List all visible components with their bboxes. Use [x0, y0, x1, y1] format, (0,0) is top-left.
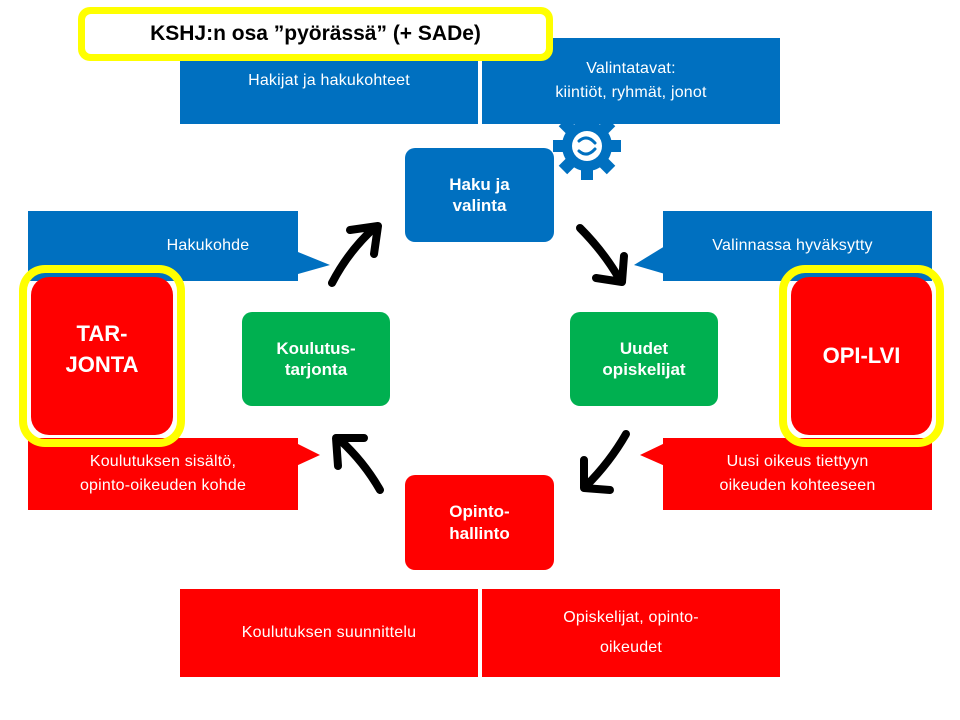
opi-highlight: OPI-LVI — [791, 277, 932, 435]
node-koulutustarjonta: Koulutus- tarjonta — [242, 312, 390, 406]
node-haku-label: Haku ja valinta — [449, 174, 510, 215]
node-koulutus-label: Koulutus- tarjonta — [276, 338, 356, 379]
arrow-to-haku — [328, 222, 382, 287]
bottom-left-label: Koulutuksen suunnittelu — [241, 624, 417, 641]
node-uudet-opiskelijat: Uudet opiskelijat — [570, 312, 718, 406]
koulutuksen-sisalto-tail — [296, 443, 320, 466]
bottom-right-box: Opiskelijat, opinto- oikeudet — [482, 589, 780, 677]
node-opintohallinto: Opinto- hallinto — [405, 475, 554, 570]
title-inner: KSHJ:n osa ”pyörässä” (+ SADe) — [85, 14, 546, 54]
bottom-left-box: Koulutuksen suunnittelu — [180, 589, 478, 677]
tarjonta-highlight: TAR- JONTA — [31, 277, 173, 435]
bottom-right-label: Opiskelijat, opinto- oikeudet — [563, 608, 699, 656]
cycle-arrow-icon — [577, 136, 597, 156]
opi-label: OPI-LVI — [822, 342, 901, 368]
valinnassa-tail — [634, 246, 665, 274]
uusi-oikeus-callout: Uusi oikeus tiettyyn oikeuden kohteeseen — [663, 438, 932, 510]
hakukohde-tail — [296, 246, 330, 274]
arrow-to-opinto — [580, 430, 630, 494]
koulutuksen-sisalto-label: Koulutuksen sisältö, opinto-oikeuden koh… — [79, 453, 247, 494]
node-uudet-label: Uudet opiskelijat — [602, 338, 686, 379]
top-left-label: Hakijat ja hakukohteet — [248, 72, 410, 89]
top-right-label: Valintatavat: kiintiöt, ryhmät, jonot — [555, 60, 707, 101]
valinnassa-label: Valinnassa hyväksytty — [712, 237, 873, 254]
title-banner: KSHJ:n osa ”pyörässä” (+ SADe) — [78, 7, 553, 61]
uusi-oikeus-tail — [640, 443, 665, 466]
node-haku-ja-valinta: Haku ja valinta — [405, 148, 554, 242]
koulutuksen-sisalto-callout: Koulutuksen sisältö, opinto-oikeuden koh… — [28, 438, 298, 510]
arrow-to-uudet — [576, 224, 628, 286]
tarjonta-label: TAR- JONTA — [65, 321, 139, 377]
hakukohde-label: Hakukohde — [166, 237, 250, 254]
uusi-oikeus-label: Uusi oikeus tiettyyn oikeuden kohteeseen — [719, 453, 876, 494]
gear-icon — [553, 112, 621, 180]
opi-ring — [779, 265, 944, 447]
page-title: KSHJ:n osa ”pyörässä” (+ SADe) — [150, 22, 481, 45]
tarjonta-ring — [19, 265, 185, 447]
arrow-to-koulutus — [332, 434, 384, 494]
top-right-box: Valintatavat: kiintiöt, ryhmät, jonot — [482, 38, 780, 124]
node-opinto-label: Opinto- hallinto — [449, 502, 510, 543]
